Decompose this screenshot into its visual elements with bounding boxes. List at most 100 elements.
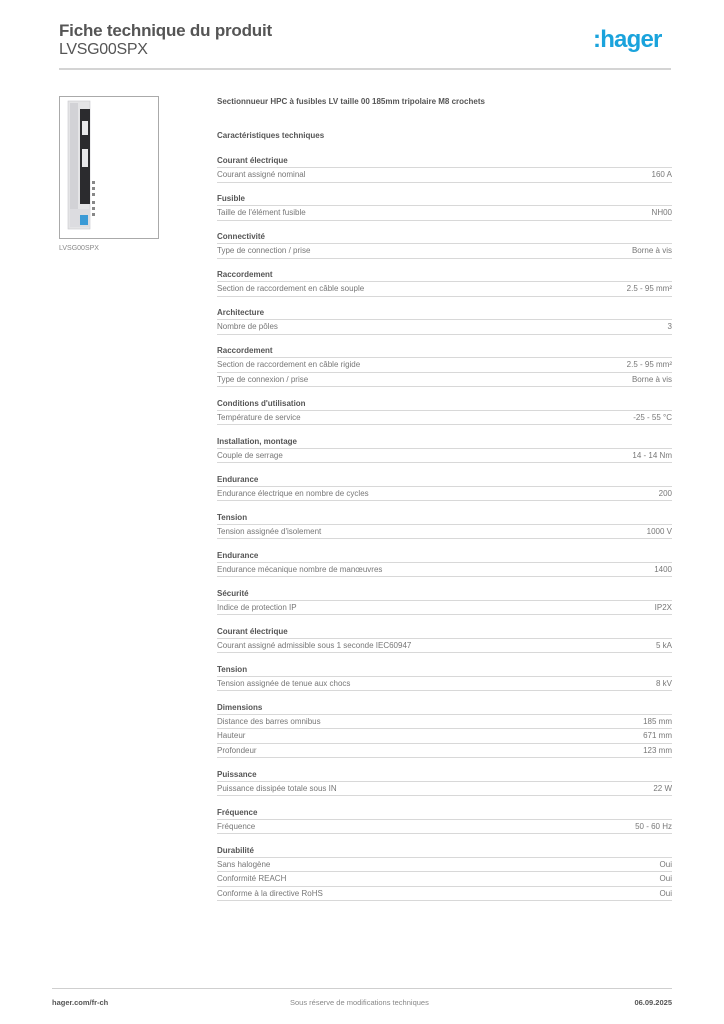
product-reference: LVSG00SPX bbox=[59, 41, 148, 58]
spec-value: 123 mm bbox=[643, 745, 672, 755]
spec-value: Borne à vis bbox=[631, 374, 672, 384]
spec-label: Couple de serrage bbox=[217, 450, 283, 460]
spec-label: Hauteur bbox=[217, 731, 246, 740]
spec-group-title: Raccordement bbox=[217, 345, 672, 358]
spec-value: 50 - 60 Hz bbox=[635, 821, 672, 831]
spec-row: Section de raccordement en câble souple 2… bbox=[217, 282, 672, 297]
spec-label: Conforme à la directive RoHS bbox=[217, 888, 323, 898]
hager-logo: :hager bbox=[593, 26, 662, 53]
spec-row: Nombre de pôles 3 bbox=[217, 320, 672, 335]
spec-row: Conformité REACH Oui bbox=[217, 872, 672, 887]
spec-label: Taille de l'élément fusible bbox=[217, 208, 306, 217]
spec-label: Endurance électrique en nombre de cycles bbox=[217, 488, 369, 498]
spec-label: Fréquence bbox=[217, 821, 256, 831]
spec-row: Profondeur 123 mm bbox=[217, 744, 672, 758]
spec-label: Type de connexion / prise bbox=[217, 374, 309, 384]
spec-value: 200 bbox=[658, 488, 672, 498]
spec-group-title: Tension bbox=[217, 512, 672, 525]
spec-group-title: Durabilité bbox=[217, 845, 672, 858]
spec-group-title: Courant électrique bbox=[217, 155, 672, 168]
spec-label: Conformité REACH bbox=[217, 874, 287, 883]
footer-disclaimer: Sous réserve de modifications techniques bbox=[290, 998, 429, 1007]
spec-group-title: Dimensions bbox=[217, 702, 672, 715]
spec-row: Type de connexion / prise Borne à vis bbox=[217, 373, 672, 387]
page-title: Fiche technique du produit bbox=[59, 21, 272, 40]
footer-divider bbox=[52, 988, 672, 989]
spec-row: Conforme à la directive RoHS Oui bbox=[217, 887, 672, 901]
spec-value: 8 kV bbox=[655, 678, 672, 688]
spec-row: Section de raccordement en câble rigide 2… bbox=[217, 358, 672, 373]
spec-value: 22 W bbox=[653, 783, 672, 793]
spec-label: Type de connection / prise bbox=[217, 246, 311, 255]
spec-value: Borne à vis bbox=[631, 246, 672, 255]
spec-label: Indice de protection IP bbox=[217, 602, 297, 612]
spec-label: Tension assignée d'isolement bbox=[217, 526, 322, 536]
spec-group-title: Sécurité bbox=[217, 588, 672, 601]
footer-website-link[interactable]: hager.com/fr-ch bbox=[52, 998, 109, 1007]
spec-row: Hauteur 671 mm bbox=[217, 729, 672, 744]
spec-value: 2.5 - 95 mm² bbox=[626, 360, 672, 369]
spec-label: Endurance mécanique nombre de manœuvres bbox=[217, 564, 383, 574]
spec-label: Profondeur bbox=[217, 745, 257, 755]
spec-value: 1000 V bbox=[646, 526, 672, 536]
spec-label: Sans halogène bbox=[217, 859, 271, 869]
spec-row: Distance des barres omnibus 185 mm bbox=[217, 715, 672, 729]
spec-value: 185 mm bbox=[643, 716, 672, 726]
spec-group-title: Courant électrique bbox=[217, 626, 672, 639]
spec-group-title: Conditions d'utilisation bbox=[217, 398, 672, 411]
spec-row: Sans halogène Oui bbox=[217, 858, 672, 872]
spec-label: Puissance dissipée totale sous IN bbox=[217, 783, 337, 793]
spec-label: Courant assigné admissible sous 1 second… bbox=[217, 640, 412, 650]
spec-value: 671 mm bbox=[643, 731, 672, 740]
spec-value: Oui bbox=[659, 859, 672, 869]
spec-value: 160 A bbox=[651, 170, 672, 179]
specs-heading: Caractéristiques techniques bbox=[217, 131, 325, 140]
spec-group-title: Fréquence bbox=[217, 807, 672, 820]
spec-value: 5 kA bbox=[655, 640, 672, 650]
spec-value: 3 bbox=[667, 322, 672, 331]
spec-row: Fréquence 50 - 60 Hz bbox=[217, 820, 672, 834]
spec-label: Nombre de pôles bbox=[217, 322, 278, 331]
header-divider bbox=[59, 68, 671, 70]
spec-value: Oui bbox=[659, 888, 672, 898]
spec-group-title: Raccordement bbox=[217, 269, 672, 282]
spec-value: -25 - 55 °C bbox=[633, 412, 672, 422]
product-image-caption: LVSG00SPX bbox=[59, 245, 99, 252]
spec-value: Oui bbox=[659, 874, 672, 883]
spec-value: 2.5 - 95 mm² bbox=[626, 284, 672, 293]
spec-group-title: Tension bbox=[217, 664, 672, 677]
spec-row: Tension assignée d'isolement 1000 V bbox=[217, 525, 672, 539]
spec-value: 14 - 14 Nm bbox=[632, 450, 672, 460]
spec-group-title: Installation, montage bbox=[217, 436, 672, 449]
spec-label: Section de raccordement en câble rigide bbox=[217, 360, 361, 369]
spec-group-title: Endurance bbox=[217, 550, 672, 563]
spec-value: 1400 bbox=[654, 564, 672, 574]
spec-group-title: Architecture bbox=[217, 307, 672, 320]
spec-label: Température de service bbox=[217, 412, 301, 422]
footer-date: 06.09.2025 bbox=[634, 998, 672, 1007]
spec-label: Distance des barres omnibus bbox=[217, 716, 321, 726]
spec-group-title: Fusible bbox=[217, 193, 672, 206]
spec-row: Type de connection / prise Borne à vis bbox=[217, 244, 672, 259]
spec-row: Courant assigné admissible sous 1 second… bbox=[217, 639, 672, 653]
spec-label: Section de raccordement en câble souple bbox=[217, 284, 365, 293]
spec-group-title: Connectivité bbox=[217, 231, 672, 244]
product-description: Sectionnueur HPC à fusibles LV taille 00… bbox=[217, 97, 485, 106]
